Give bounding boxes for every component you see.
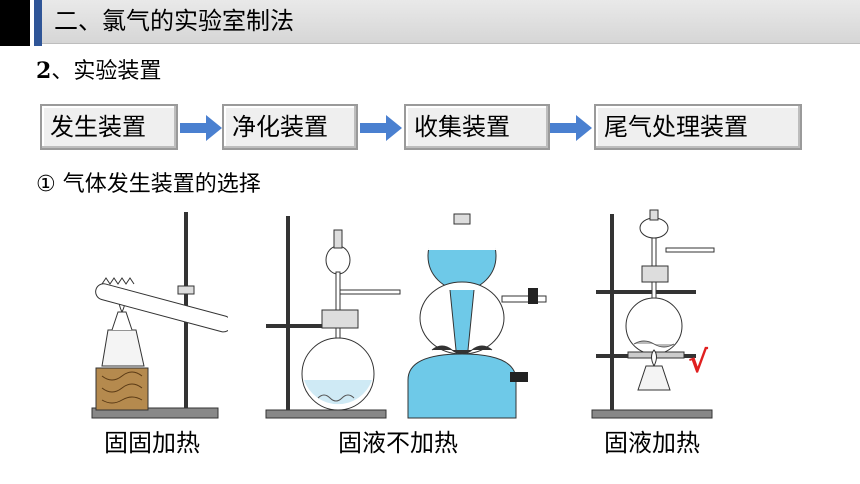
corner-block — [0, 0, 30, 46]
title-bar — [42, 0, 860, 44]
arrow-icon — [550, 115, 592, 141]
solid-liquid-no-heating-apparatus-icon — [265, 213, 547, 419]
page-title: 二、氯气的实验室制法 — [54, 7, 294, 35]
caption-solid-liquid-heating: 固液加热 — [604, 429, 700, 457]
step-collection: 收集装置 — [404, 104, 550, 150]
arrow-icon — [360, 115, 402, 141]
caption-solid-solid-heating: 固固加热 — [104, 429, 200, 457]
section-number: 2 — [36, 58, 52, 84]
section-heading: 2、实验装置 — [36, 56, 161, 87]
step-generation: 发生装置 — [40, 104, 178, 150]
title-accent-bar — [34, 0, 42, 46]
arrow-icon — [180, 115, 222, 141]
section-heading-text: 、实验装置 — [51, 59, 162, 84]
selection-heading: ① 气体发生装置的选择 — [36, 172, 261, 197]
check-mark: √ — [688, 345, 709, 380]
solid-liquid-heating-apparatus-icon — [591, 209, 715, 419]
caption-solid-liquid-no-heating: 固液不加热 — [338, 429, 458, 457]
step-purification: 净化装置 — [222, 104, 358, 150]
step-tail-gas: 尾气处理装置 — [594, 104, 802, 150]
solid-solid-heating-apparatus-icon — [91, 212, 228, 419]
